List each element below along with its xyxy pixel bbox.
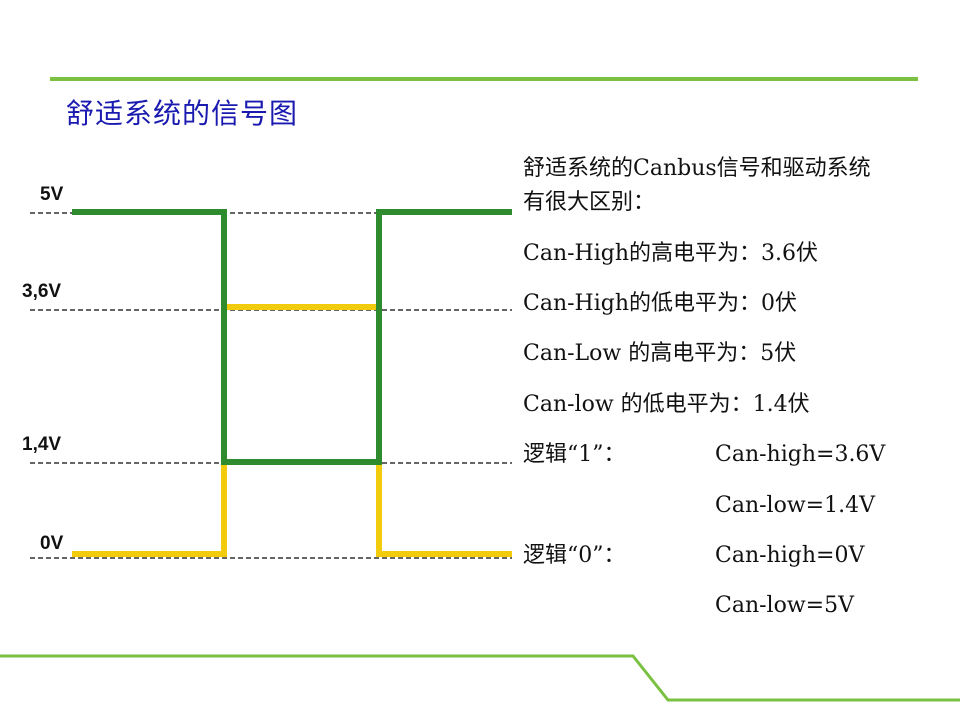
intro-line-2: 有很大区别： — [523, 190, 656, 215]
logic-0-can-low: Can-low=5V — [715, 593, 854, 618]
logic-1-label: 逻辑“1”： — [523, 442, 626, 467]
can-low-waveform — [72, 209, 512, 465]
level-label-1v4: 1,4V — [22, 434, 62, 455]
intro-line-1: 舒适系统的Canbus信号和驱动系统 — [523, 156, 871, 181]
can-high-low-level: Can-High的低电平为：0伏 — [523, 291, 798, 316]
level-label-0v: 0V — [40, 533, 64, 554]
can-high-waveform — [72, 304, 512, 557]
logic-1-can-high: Can-high=3.6V — [715, 442, 886, 467]
bottom-accent-line — [0, 654, 960, 702]
logic-0-label: 逻辑“0”： — [523, 543, 626, 568]
can-low-low-level: Can-low 的低电平为：1.4伏 — [523, 392, 810, 417]
level-label-5v: 5V — [40, 184, 64, 205]
can-high-high-level: Can-High的高电平为：3.6伏 — [523, 241, 819, 266]
logic-0-can-high: Can-high=0V — [715, 543, 865, 568]
slide-title: 舒适系统的信号图 — [66, 97, 299, 130]
logic-1-can-low: Can-low=1.4V — [715, 493, 875, 518]
level-label-3v6: 3,6V — [22, 281, 62, 302]
can-low-high-level: Can-Low 的高电平为：5伏 — [523, 341, 797, 366]
